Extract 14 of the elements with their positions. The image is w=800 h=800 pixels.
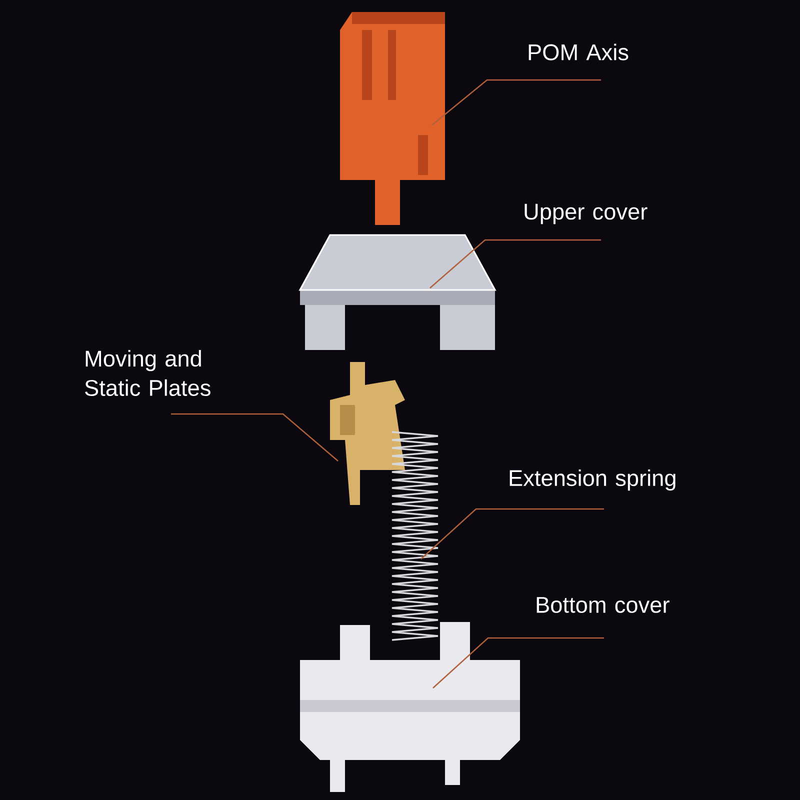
leader-line (171, 413, 338, 462)
leader-line (430, 239, 601, 289)
leader-line (432, 637, 604, 688)
stem-drawing (340, 12, 445, 225)
spring-drawing (391, 431, 439, 641)
contact-plates-drawing (330, 362, 405, 505)
part-label: Upper cover (524, 204, 648, 224)
bottom-housing-drawing (300, 622, 520, 792)
leader-line (420, 508, 604, 560)
part-label: Extension spring (510, 469, 676, 491)
leader-line (432, 79, 601, 126)
part-label: Bottom cover (536, 597, 670, 613)
part-label: POM Axis (528, 44, 628, 60)
part-label: Moving and Static Plates (85, 350, 210, 396)
